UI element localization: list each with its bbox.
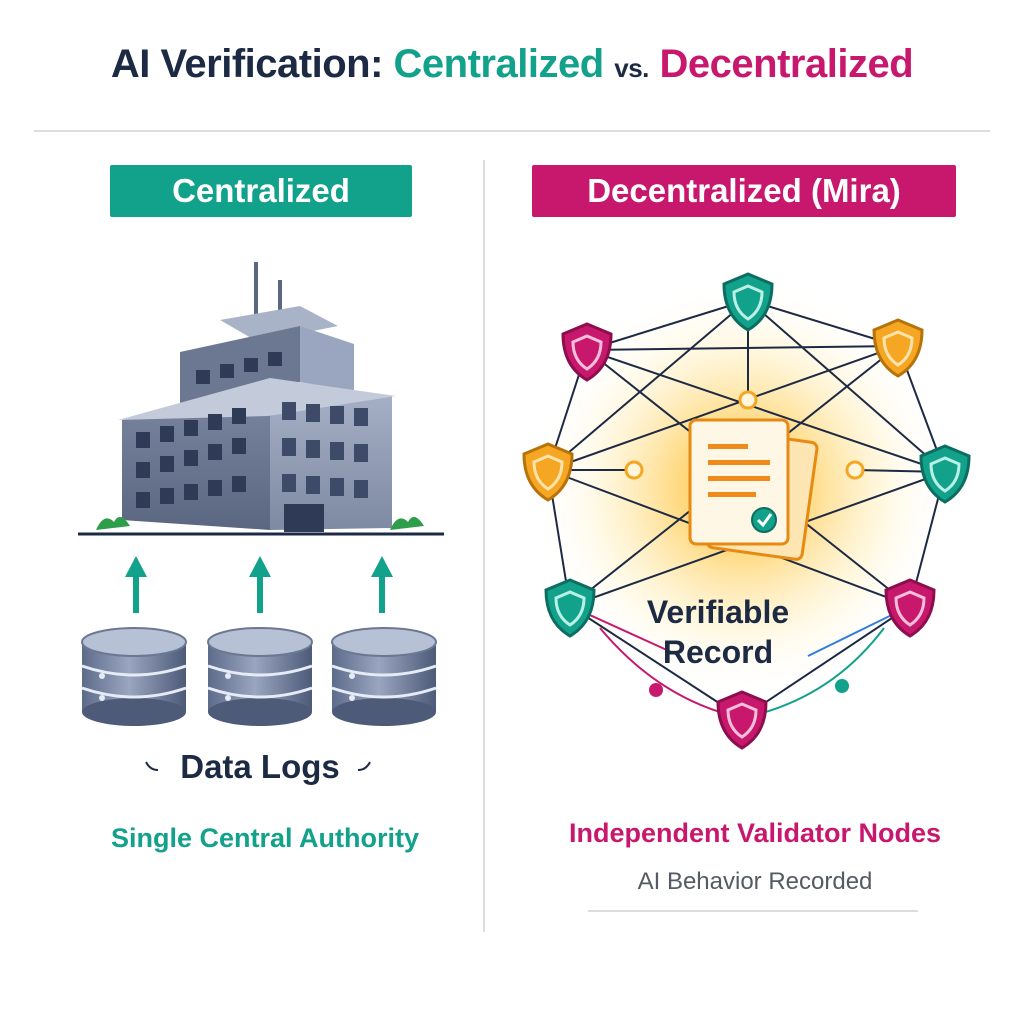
validator-nodes-label: Independent Validator Nodes <box>568 818 942 848</box>
title-main: AI Verification: <box>110 42 384 86</box>
top-divider <box>34 130 990 132</box>
up-arrow-icon <box>125 556 393 613</box>
checkmark-seal-icon <box>751 507 777 533</box>
verifiable-record-label: Verifiable Record <box>618 592 818 672</box>
single-authority-label: Single Central Authority <box>110 823 420 853</box>
record-line-2: Record <box>662 634 774 670</box>
centralized-badge: Centralized <box>110 165 412 217</box>
document-icon <box>688 418 819 561</box>
title-centralized: Centralized <box>393 42 605 86</box>
title-decentralized: Decentralized <box>659 42 914 86</box>
center-divider <box>483 160 485 932</box>
junction-node <box>835 679 849 693</box>
data-logs-label: Data Logs <box>180 748 340 785</box>
office-building-icon <box>78 262 444 536</box>
title-vs: vs. <box>614 53 649 83</box>
ai-behavior-label: AI Behavior Recorded <box>637 868 873 895</box>
page-title: AI Verification: Centralized vs. Decentr… <box>0 42 1024 87</box>
database-icon <box>80 626 438 728</box>
decentralized-badge: Decentralized (Mira) <box>532 165 956 217</box>
record-line-1: Verifiable <box>646 594 790 630</box>
junction-node <box>845 460 865 480</box>
caption-divider <box>588 910 918 912</box>
junction-node <box>738 390 758 410</box>
data-logs-brackets <box>145 761 371 771</box>
junction-node <box>624 460 644 480</box>
junction-node <box>649 683 663 697</box>
shield-icon <box>716 690 768 750</box>
